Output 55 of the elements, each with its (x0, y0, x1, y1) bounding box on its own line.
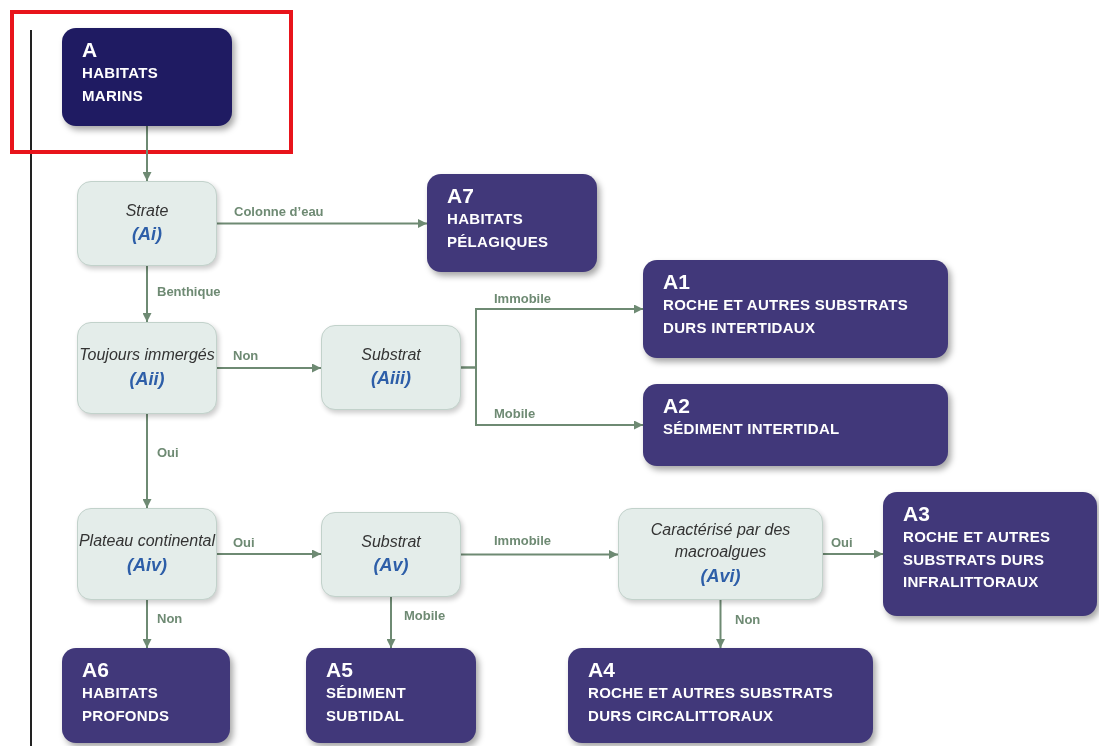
question-code: (Aii) (129, 367, 165, 391)
arrow (216, 219, 428, 228)
habitat-name: HABITATS MARINS (82, 63, 159, 106)
question-text: Toujours immergés (79, 345, 215, 366)
edge-label: Benthique (155, 284, 223, 300)
habitat-box (62, 648, 230, 743)
habitat-name: ROCHE ET AUTRES SUBSTRATS DURS CIRCALITTORAUX (588, 683, 834, 726)
arrow (142, 125, 152, 182)
arrow (142, 599, 152, 649)
arrow (822, 549, 884, 559)
arrow (216, 363, 322, 373)
arrow (142, 265, 152, 323)
question-text: Plateau continental (78, 531, 216, 552)
arrow (460, 550, 619, 559)
habitat-name: HABITATS PROFONDS (82, 683, 171, 726)
arrow (716, 599, 725, 649)
habitat-box (306, 648, 476, 743)
habitat-name: ROCHE ET AUTRES SUBSTRATS DURS INFRALITTORAUX (903, 527, 1052, 593)
question-code: (Av) (373, 554, 409, 578)
question-box (618, 508, 823, 600)
habitat-code: A6 (82, 658, 110, 683)
question-text: Substrat (361, 344, 421, 365)
habitat-name: SÉDIMENT INTERTIDAL (663, 419, 841, 440)
habitat-box (427, 174, 597, 272)
question-box (77, 322, 217, 414)
habitat-name: HABITATS PÉLAGIQUES (447, 209, 550, 252)
arrow (216, 549, 322, 559)
habitat-code: A4 (588, 658, 616, 683)
question-box (77, 508, 217, 600)
habitat-box (883, 492, 1097, 616)
habitat-box (643, 260, 948, 358)
question-code: (Aiii) (371, 367, 411, 391)
question-text: Caractérisé par des macroalgues (649, 520, 792, 563)
arrow (386, 596, 396, 649)
question-code: (Avi) (700, 564, 741, 588)
habitat-code: A5 (326, 658, 354, 683)
question-text: Substrat (361, 531, 421, 552)
arrow (460, 366, 644, 430)
habitat-code: A2 (663, 394, 691, 419)
habitat-box (643, 384, 948, 466)
habitat-box (62, 28, 232, 126)
question-code: (Aiv) (127, 553, 167, 577)
habitat-code: A3 (903, 502, 931, 527)
question-box (321, 325, 461, 410)
habitat-name: ROCHE ET AUTRES SUBSTRATS DURS INTERTIDAUX (663, 295, 909, 338)
habitat-code: A1 (663, 270, 691, 295)
habitat-box (568, 648, 873, 743)
question-text: Strate (125, 200, 169, 221)
question-box (77, 181, 217, 266)
habitat-code: A7 (447, 184, 475, 209)
habitat-name: SÉDIMENT SUBTIDAL (326, 683, 407, 726)
habitat-code: A (82, 38, 99, 63)
question-box (321, 512, 461, 597)
question-code: (Ai) (132, 223, 162, 247)
arrow (142, 413, 152, 509)
